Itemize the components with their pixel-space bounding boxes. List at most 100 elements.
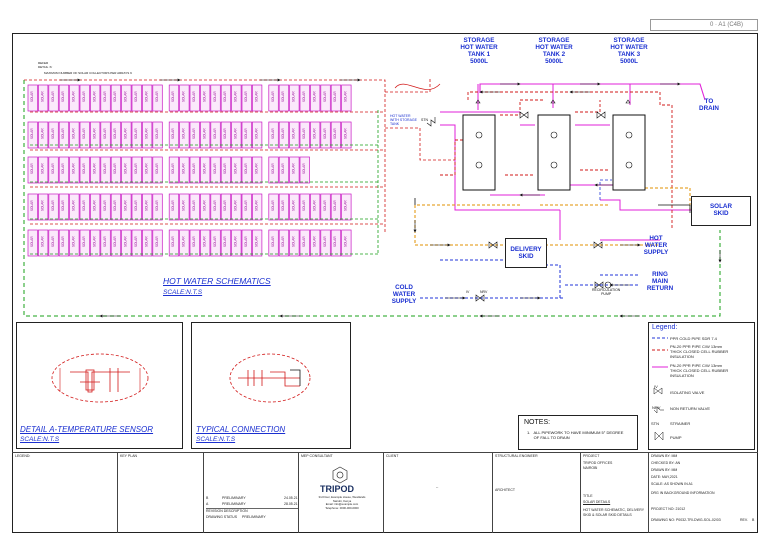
solar-panel-label: SOLAR [30, 200, 34, 212]
solar-panel-label: SOLAR [124, 200, 128, 212]
solar-panel-label: SOLAR [72, 236, 76, 248]
solar-collector-panel [252, 156, 263, 184]
solar-panel-label: SOLAR [333, 236, 337, 248]
solar-collector-panel [200, 193, 211, 221]
legend-heading: Legend: [652, 324, 678, 331]
solar-collector-panel [289, 84, 300, 112]
schematic-scale: SCALE:N.T.S [163, 289, 203, 296]
solar-panel-label: SOLAR [113, 91, 117, 103]
solar-panel-label: SOLAR [244, 163, 248, 175]
title-sub: HOT WATER SCHEMATIC, DELIVERY SKID & SOL… [583, 508, 645, 517]
solar-collector-panel [310, 229, 321, 257]
solar-panel-label: SOLAR [244, 91, 248, 103]
solar-panel-label: SOLAR [124, 128, 128, 140]
solar-collector-panel [189, 84, 200, 112]
structural-label: STRUCTURAL ENGINEER [495, 454, 538, 458]
title-text: SOLAR DETAILS [583, 500, 611, 504]
rev-header: REVISION DESCRIPTION [206, 508, 298, 514]
solar-collector-panel [189, 229, 200, 257]
solar-collector-panel [100, 193, 111, 221]
rev-row-b-no: B [206, 496, 209, 500]
tank-2-label: STORAGE HOT WATER TANK 2 5000L [535, 37, 573, 65]
refer-detail-note: REFER DETAIL 'A' [38, 61, 53, 69]
solar-panel-label: SOLAR [171, 163, 175, 175]
solar-panel-label: SOLAR [344, 91, 348, 103]
solar-collector-panel [330, 229, 342, 257]
solar-collector-panel [320, 193, 331, 221]
solar-panel-label: SOLAR [271, 128, 275, 140]
approved-by: DRAWN BY: MM [651, 468, 678, 472]
solar-panel-label: SOLAR [223, 236, 227, 248]
solar-panel-label: SOLAR [281, 200, 285, 212]
solar-panel-label: SOLAR [302, 236, 306, 248]
legend-row-strainer: STRAINER [670, 421, 691, 426]
solar-collector-panel [289, 121, 300, 149]
solar-panel-label: SOLAR [40, 200, 44, 212]
solar-collector-panel [48, 193, 59, 221]
tb-div-2 [203, 452, 204, 533]
solar-panel-label: SOLAR [124, 236, 128, 248]
solar-collector-panel [289, 193, 300, 221]
solar-collector-panel [79, 193, 90, 221]
valve-symbols [426, 99, 631, 302]
solar-panel-label: SOLAR [103, 91, 107, 103]
solar-panel-label: SOLAR [144, 128, 148, 140]
solar-panel-label: SOLAR [30, 236, 34, 248]
solar-collector-panel [110, 84, 122, 112]
solar-panel-label: SOLAR [72, 128, 76, 140]
solar-panel-label: SOLAR [113, 200, 117, 212]
solar-panel-label: SOLAR [281, 236, 285, 248]
solar-panel-label: SOLAR [72, 91, 76, 103]
solar-panel-label: SOLAR [302, 91, 306, 103]
solar-panel-label: SOLAR [302, 163, 306, 175]
drawing-frame [12, 33, 758, 533]
solar-panel-label: SOLAR [202, 236, 206, 248]
tripod-logo-graphic [332, 466, 348, 484]
solar-panel-label: SOLAR [51, 128, 55, 140]
solar-panel-label: SOLAR [312, 236, 316, 248]
solar-collector-arrays: SOLAR SOLAR SOLAR SOLAR SOLAR SOLAR SOLAR SOLAR… [27, 84, 352, 257]
solar-collector-panel [142, 121, 153, 149]
solar-skid-box: SOLAR SKID [691, 196, 751, 226]
detail-a-scale: SCALE:N.T.S [20, 436, 60, 443]
solar-panel-label: SOLAR [82, 236, 86, 248]
client-label: CLIENT [386, 454, 399, 458]
solar-panel-label: SOLAR [182, 163, 186, 175]
solar-collector-panel [330, 193, 342, 221]
solar-panel-label: SOLAR [30, 163, 34, 175]
solar-collector-panel [241, 84, 252, 112]
solar-panel-label: SOLAR [155, 236, 159, 248]
solar-panel-label: SOLAR [51, 163, 55, 175]
rev-row-a-no: A [206, 502, 209, 506]
legend-row-isolating: ISOLATING VALVE [670, 390, 705, 395]
solar-collector-panel [27, 84, 38, 112]
solar-panel-label: SOLAR [223, 128, 227, 140]
solar-collector-panel [299, 121, 310, 149]
company-name: TRIPOD [320, 484, 355, 494]
solar-collector-panel [341, 193, 352, 221]
date-field: DATE: MAY,2021 [651, 475, 678, 479]
solar-collector-panel [179, 84, 190, 112]
solar-collector-panel [110, 193, 122, 221]
solar-panel-label: SOLAR [281, 128, 285, 140]
solar-collector-panel [231, 229, 242, 257]
solar-collector-panel [210, 84, 221, 112]
solar-panel-label: SOLAR [192, 163, 196, 175]
typical-connection-title: TYPICAL CONNECTION [196, 425, 286, 434]
rev-label: REV. [740, 518, 748, 522]
solar-collector-panel [200, 121, 211, 149]
solar-collector-panel [310, 84, 321, 112]
solar-collector-panel [131, 156, 142, 184]
solar-panel-label: SOLAR [171, 200, 175, 212]
project-no: PROJECT NO: 21012 [651, 507, 686, 511]
typical-connection-box [191, 322, 351, 449]
solar-collector-panel [341, 121, 352, 149]
solar-collector-panel [341, 84, 352, 112]
solar-collector-panel [152, 193, 163, 221]
solar-panel-label: SOLAR [244, 236, 248, 248]
solar-collector-panel [131, 193, 142, 221]
solar-panel-label: SOLAR [182, 91, 186, 103]
solar-panel-label: SOLAR [92, 200, 96, 212]
legend-line-samples [652, 337, 668, 441]
solar-panel-label: SOLAR [234, 91, 238, 103]
